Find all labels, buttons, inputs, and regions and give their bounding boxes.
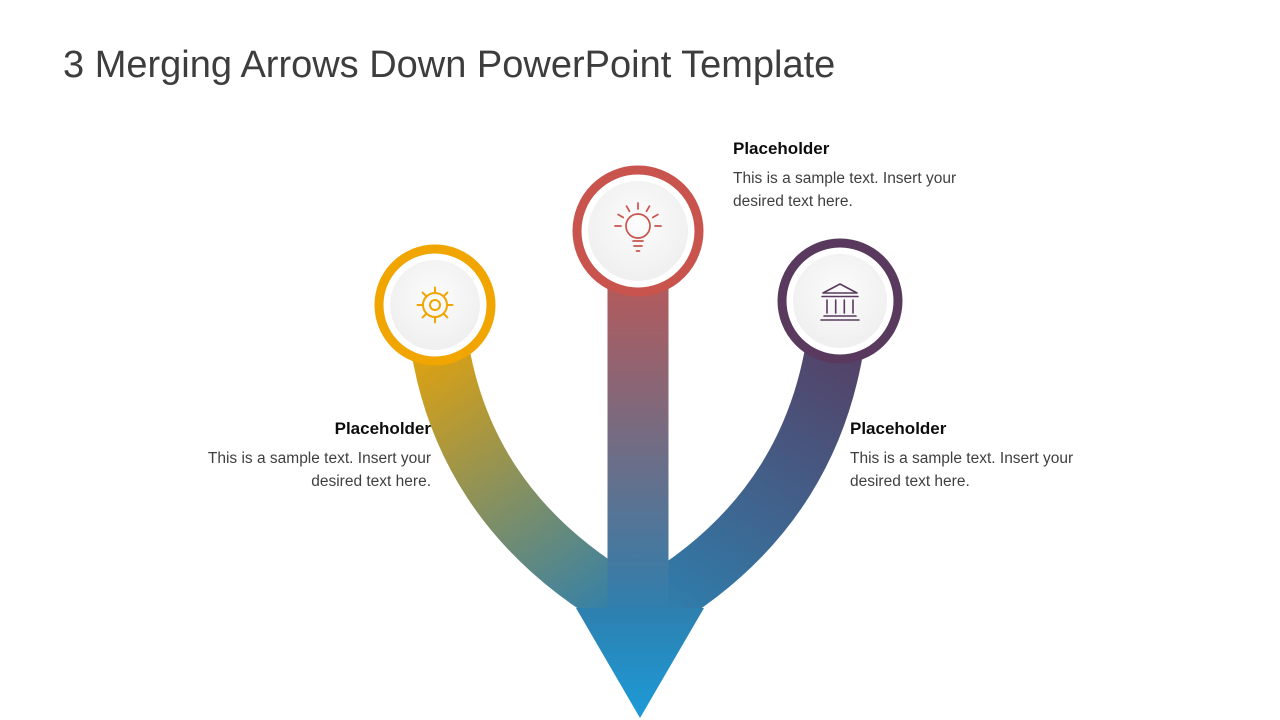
gear-icon — [416, 286, 454, 324]
placeholder-body-top: This is a sample text. Insert your desir… — [733, 170, 957, 210]
circle-node-center — [572, 165, 704, 297]
placeholder-heading-right: Placeholder — [850, 419, 947, 438]
placeholder-block-top: Placeholder This is a sample text. Inser… — [733, 139, 966, 214]
circle-node-left — [374, 244, 496, 366]
placeholder-heading-top: Placeholder — [733, 139, 830, 158]
placeholder-body-right: This is a sample text. Insert your desir… — [850, 450, 1074, 490]
placeholder-block-right: Placeholder This is a sample text. Inser… — [850, 419, 1083, 494]
placeholder-block-left: Placeholder This is a sample text. Inser… — [198, 419, 431, 494]
bank-icon — [820, 283, 860, 321]
circle-node-right — [777, 238, 903, 364]
merged-arrowhead — [576, 608, 704, 718]
placeholder-heading-left: Placeholder — [334, 419, 431, 438]
page-title: 3 Merging Arrows Down PowerPoint Templat… — [63, 44, 836, 86]
lightbulb-icon — [614, 202, 662, 252]
placeholder-body-left: This is a sample text. Insert your desir… — [207, 450, 431, 490]
